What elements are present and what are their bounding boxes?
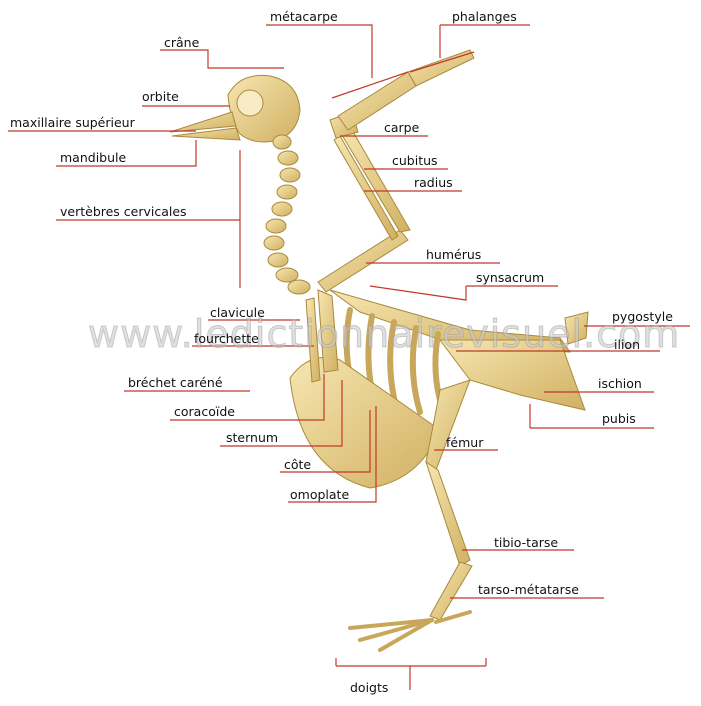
label-carpe: carpe [384, 120, 420, 135]
neck-vertebrae [263, 134, 311, 295]
label-radius: radius [414, 175, 453, 190]
label-humerus: humérus [426, 247, 482, 262]
label-pygostyle: pygostyle [612, 309, 673, 324]
label-femur: fémur [446, 435, 484, 450]
forearm-bone-2 [333, 135, 399, 241]
pygostyle-bone [564, 311, 589, 345]
label-vertebres-cervicales: vertèbres cervicales [60, 204, 187, 219]
leader-lines [8, 24, 690, 690]
label-cote: côte [284, 457, 312, 472]
beak-lower [171, 127, 241, 141]
synsacrum-bone [329, 289, 571, 353]
label-tarso-metatarse: tarso-métatarse [478, 582, 579, 597]
label-crane: crâne [164, 35, 200, 50]
label-ilion: ilion [614, 337, 640, 352]
label-phalanges: phalanges [452, 9, 517, 24]
label-omoplate: omoplate [290, 487, 350, 502]
toe-bones [348, 610, 472, 652]
label-brechet-carene: bréchet caréné [128, 375, 223, 390]
beak-upper [169, 111, 237, 133]
watermark-text: www.ledictionnairevisuel.com [87, 312, 681, 357]
label-maxillaire-superieur: maxillaire supérieur [10, 115, 135, 130]
label-sternum: sternum [226, 430, 279, 445]
phalanx-bone [407, 49, 475, 87]
forearm-bone [341, 129, 411, 233]
label-mandibule: mandibule [60, 150, 127, 165]
label-cubitus: cubitus [392, 153, 438, 168]
sternum-keel [289, 356, 441, 489]
label-ischion: ischion [598, 376, 642, 391]
label-synsacrum: synsacrum [476, 270, 545, 285]
orbit-ring [236, 89, 264, 117]
label-doigts: doigts [350, 680, 389, 695]
tibiotarsus-bone [425, 460, 471, 567]
humerus-bone [317, 229, 409, 293]
label-pubis: pubis [602, 411, 636, 426]
label-tibio-tarse: tibio-tarse [494, 535, 559, 550]
furcula-bone [305, 297, 321, 383]
coracoid-bone [317, 289, 339, 373]
label-fourchette: fourchette [194, 331, 259, 346]
label-orbite: orbite [142, 89, 179, 104]
label-clavicule: clavicule [210, 305, 265, 320]
label-metacarpe: métacarpe [270, 9, 338, 24]
label-coracoide: coracoïde [174, 404, 235, 419]
